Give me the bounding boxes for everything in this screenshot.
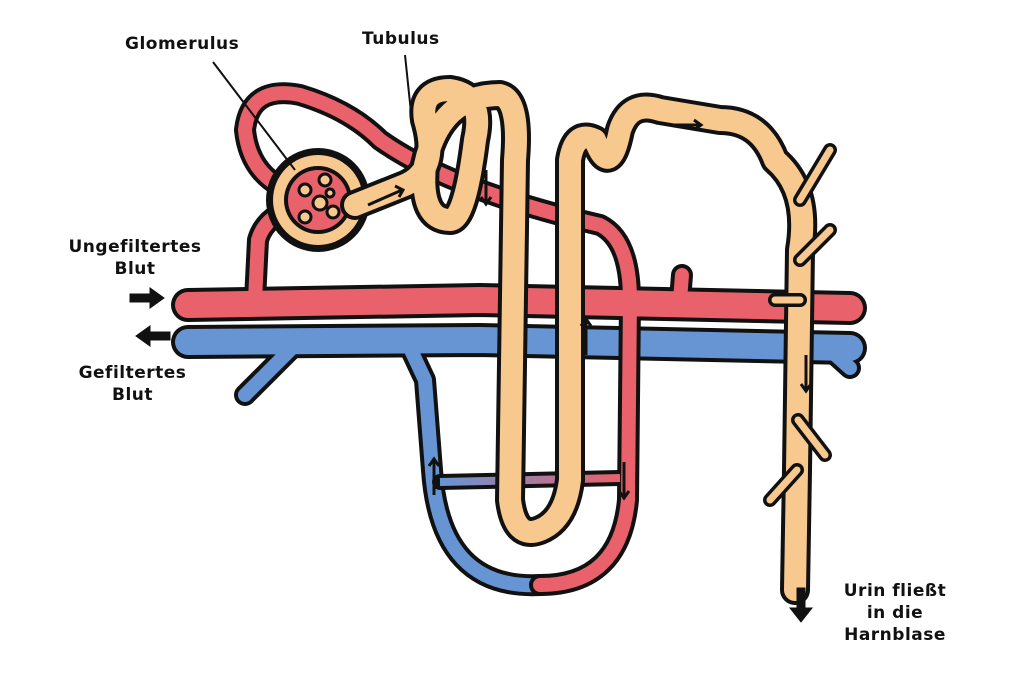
unfiltered-line2: Blut xyxy=(114,259,156,279)
arrow-left-icon xyxy=(135,325,171,347)
filtered-line2: Blut xyxy=(111,385,153,405)
glomerulus-label: Glomerulus xyxy=(125,34,240,54)
urine-label: Urin fließt in die Harnblase xyxy=(825,580,965,646)
unfiltered-blood-label: Ungefiltertes Blut xyxy=(50,236,220,280)
unfiltered-line1: Ungefiltertes xyxy=(68,237,202,257)
urine-line3: Harnblase xyxy=(844,625,946,645)
vein xyxy=(171,323,867,597)
filtered-line1: Gefiltertes xyxy=(78,363,187,383)
tubulus-label: Tubulus xyxy=(362,29,440,49)
arrow-right-icon xyxy=(129,287,165,309)
tubule xyxy=(266,75,837,605)
urine-line2: in die xyxy=(866,603,924,623)
flow-arrows xyxy=(129,118,814,623)
arrow-down-icon xyxy=(788,587,814,623)
filtered-blood-label: Gefiltertes Blut xyxy=(55,362,210,406)
glomerulus-pointer xyxy=(212,61,296,171)
urine-line1: Urin fließt xyxy=(843,581,947,601)
tubulus-pointer xyxy=(404,54,413,123)
